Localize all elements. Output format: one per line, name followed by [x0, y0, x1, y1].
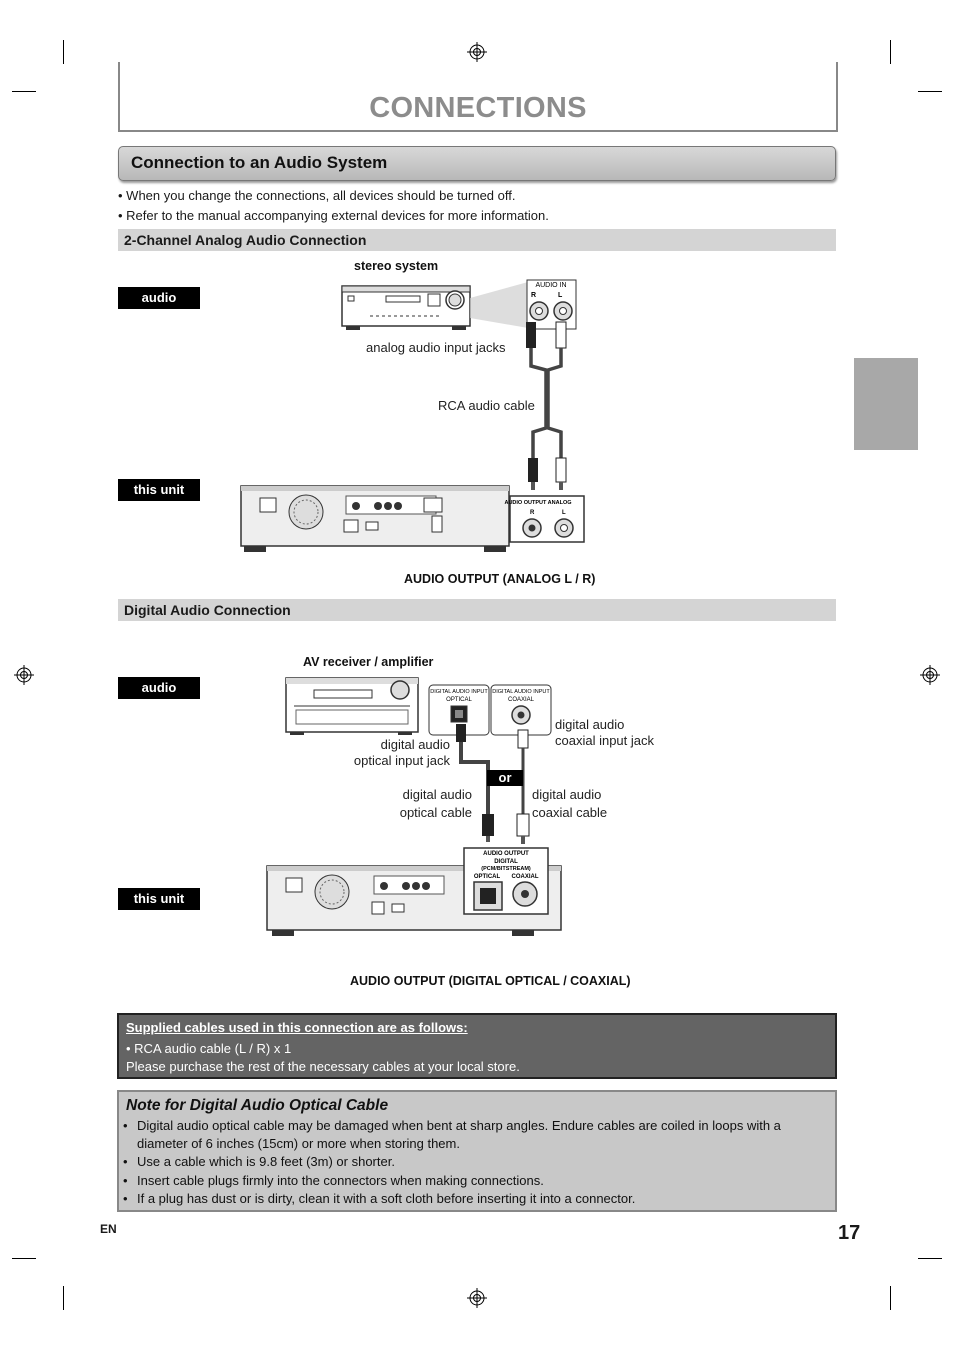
- section-header: Connection to an Audio System: [118, 146, 836, 181]
- stereo-system-label: stereo system: [354, 259, 439, 273]
- crop-mark: [918, 91, 942, 92]
- page-number: 17: [838, 1222, 861, 1244]
- unit-l-text: L: [562, 510, 566, 516]
- audio-in-r: R: [531, 292, 536, 299]
- unit-analog-panel-text: AUDIO OUTPUT ANALOG: [504, 500, 571, 506]
- crop-mark: [63, 1286, 64, 1310]
- audio-in-text: AUDIO IN: [535, 282, 566, 289]
- supplied-cables-box: Supplied cables used in this connection …: [117, 1013, 837, 1079]
- optical-cable-label-2: optical cable: [399, 805, 472, 820]
- note-item: Use a cable which is 9.8 feet (3m) or sh…: [123, 1153, 825, 1171]
- coaxial-jack-label-2: coaxial input jack: [555, 733, 654, 748]
- unit-optical-text: OPTICAL: [474, 874, 501, 880]
- unit-r-text: R: [530, 510, 535, 516]
- unit-digital-panel-3: (PCM/BITSTREAM): [481, 866, 531, 872]
- this-unit-digital-illustration: AUDIO OUTPUT DIGITAL (PCM/BITSTREAM) OPT…: [266, 847, 562, 936]
- note-list: Digital audio optical cable may be damag…: [119, 1117, 825, 1209]
- optical-jack-label-2: optical input jack: [353, 753, 450, 768]
- section-title: Connection to an Audio System: [131, 153, 388, 172]
- or-badge: or: [487, 770, 523, 786]
- optical-panel-text-2: OPTICAL: [446, 697, 472, 703]
- digital-cables-illustration: [456, 724, 530, 844]
- side-tab: [854, 358, 918, 450]
- note-title: Note for Digital Audio Optical Cable: [126, 1097, 389, 1114]
- analog-heading-bar: 2-Channel Analog Audio Connection: [118, 229, 836, 251]
- tag-this-unit: this unit: [118, 888, 200, 910]
- note-item: If a plug has dust or is dirty, clean it…: [123, 1190, 825, 1208]
- unit-coaxial-text: COAXIAL: [512, 874, 539, 880]
- crop-mark: [12, 1258, 36, 1259]
- digital-heading: Digital Audio Connection: [124, 602, 291, 618]
- bullet-item: • Refer to the manual accompanying exter…: [118, 208, 549, 223]
- crop-mark: [918, 1258, 942, 1259]
- stereo-system-illustration: [341, 282, 528, 330]
- optical-panel-text-1: DIGITAL AUDIO INPUT: [430, 689, 488, 695]
- optical-cable-label-1: digital audio: [402, 787, 472, 802]
- rca-cable-label: RCA audio cable: [438, 398, 535, 413]
- supplied-line-2: Please purchase the rest of the necessar…: [126, 1059, 520, 1074]
- tag-audio: audio: [118, 677, 200, 699]
- digital-heading-bar: Digital Audio Connection: [118, 599, 836, 621]
- crop-mark: [890, 40, 891, 64]
- unit-digital-panel-2: DIGITAL: [494, 859, 518, 865]
- crop-mark: [63, 40, 64, 64]
- bullet-item: • When you change the connections, all d…: [118, 188, 516, 203]
- crop-mark: [12, 91, 36, 92]
- av-receiver-illustration: [285, 677, 419, 735]
- av-receiver-label: AV receiver / amplifier: [303, 655, 434, 669]
- note-item: Insert cable plugs firmly into the conne…: [123, 1172, 825, 1190]
- analog-output-label: AUDIO OUTPUT (ANALOG L / R): [404, 572, 596, 586]
- note-box: Note for Digital Audio Optical Cable Dig…: [117, 1090, 837, 1212]
- coaxial-panel-text-1: DIGITAL AUDIO INPUT: [492, 689, 550, 695]
- audio-in-panel: AUDIO IN R L: [526, 279, 577, 330]
- registration-mark-icon: [920, 665, 940, 685]
- supplied-line-1: • RCA audio cable (L / R) x 1: [126, 1041, 292, 1056]
- coaxial-cable-label-2: coaxial cable: [532, 805, 608, 820]
- analog-jacks-label: analog audio input jacks: [366, 340, 506, 355]
- supplied-heading: Supplied cables used in this connection …: [126, 1020, 468, 1035]
- title-frame: [118, 62, 838, 132]
- tag-audio: audio: [118, 287, 200, 309]
- coaxial-jack-label-1: digital audio: [555, 717, 625, 732]
- digital-output-label: AUDIO OUTPUT (DIGITAL OPTICAL / COAXIAL): [350, 974, 631, 988]
- language-label: EN: [100, 1222, 117, 1236]
- registration-mark-icon: [467, 1288, 487, 1308]
- audio-in-l: L: [558, 292, 563, 299]
- this-unit-analog-illustration: AUDIO OUTPUT ANALOG R L: [240, 485, 585, 552]
- coaxial-panel-text-2: COAXIAL: [508, 697, 535, 703]
- rca-cable-illustration: [526, 321, 567, 490]
- page-title: CONNECTIONS: [369, 92, 587, 124]
- registration-mark-icon: [467, 42, 487, 62]
- coaxial-cable-label-1: digital audio: [532, 787, 602, 802]
- registration-mark-icon: [14, 665, 34, 685]
- unit-digital-panel-1: AUDIO OUTPUT: [483, 851, 529, 857]
- note-item: Digital audio optical cable may be damag…: [123, 1117, 825, 1152]
- digital-input-panels: DIGITAL AUDIO INPUT OPTICAL DIGITAL AUDI…: [428, 684, 552, 736]
- crop-mark: [890, 1286, 891, 1310]
- analog-heading: 2-Channel Analog Audio Connection: [124, 232, 367, 248]
- optical-jack-label-1: digital audio: [380, 737, 450, 752]
- tag-this-unit: this unit: [118, 479, 200, 501]
